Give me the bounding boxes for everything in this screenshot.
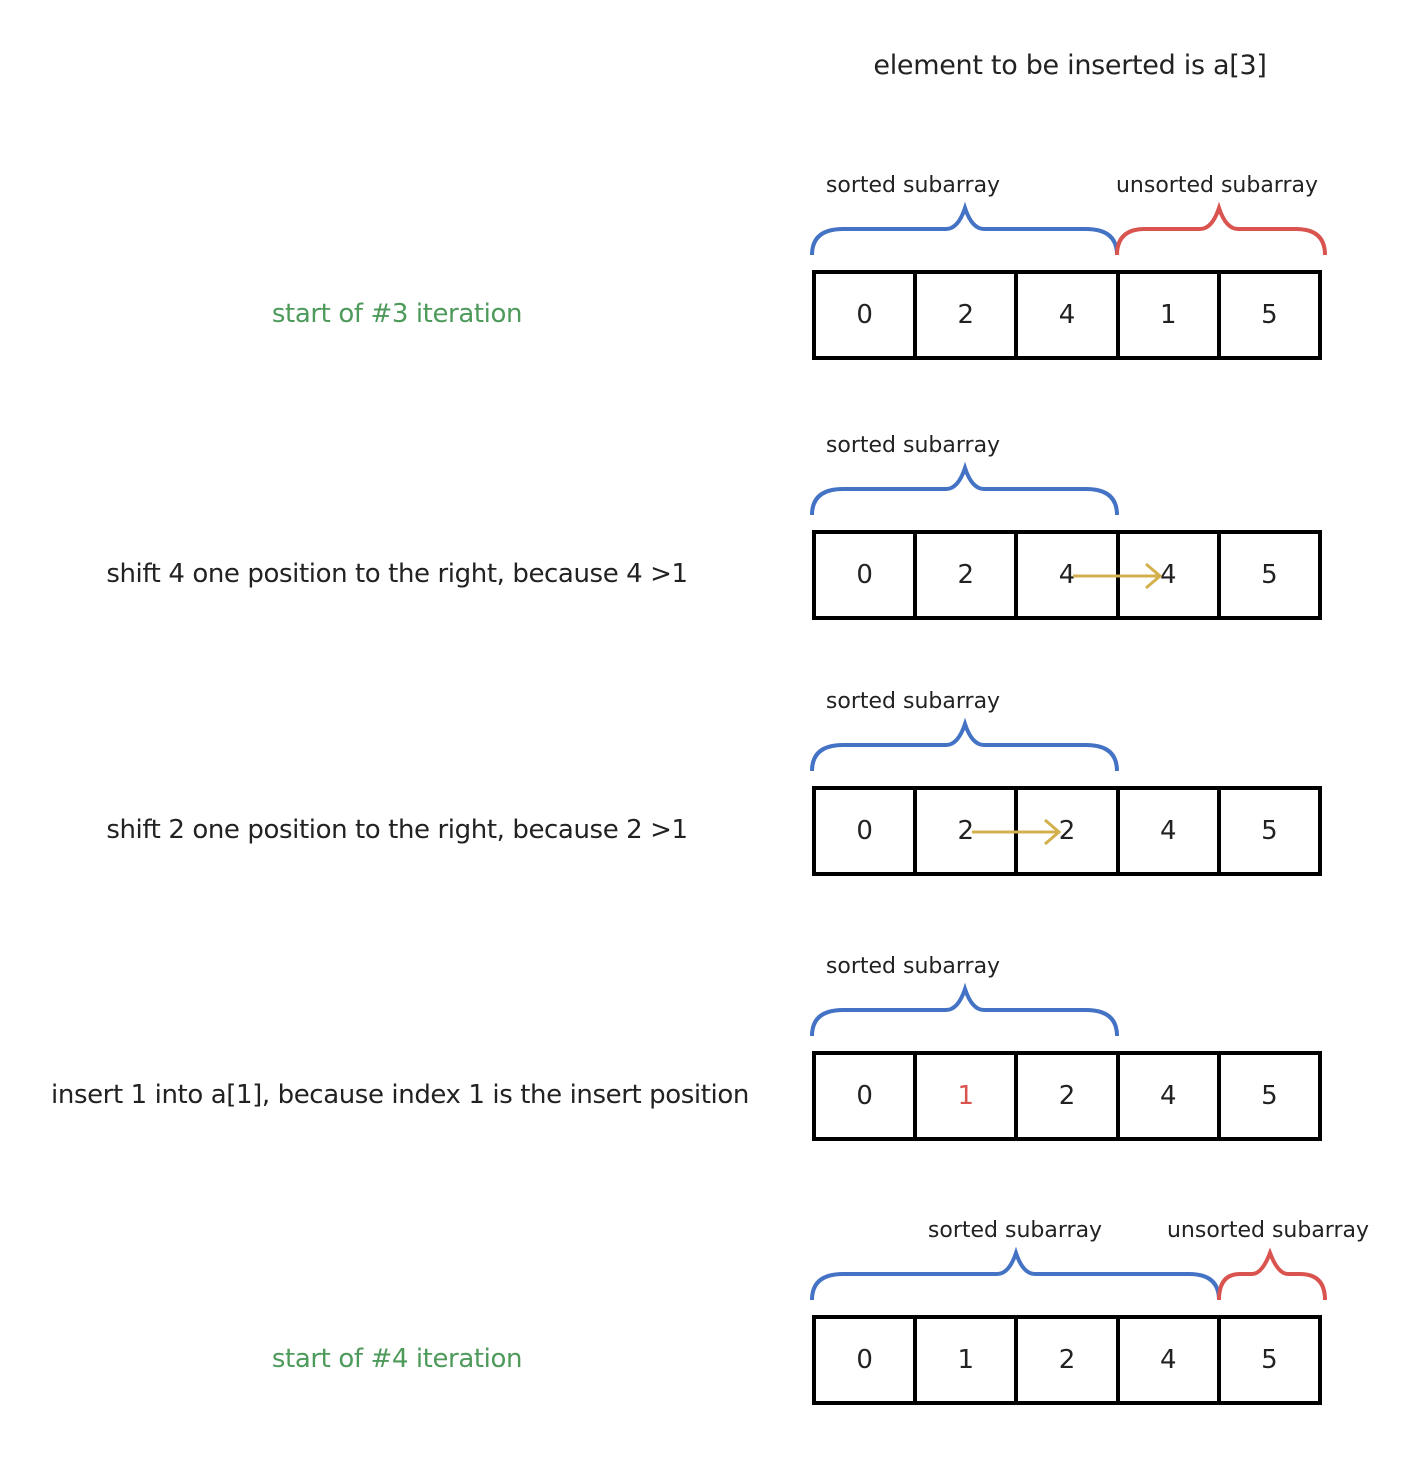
- sorted-brace: [810, 201, 1119, 256]
- unsorted-brace: [1217, 1247, 1327, 1301]
- array-cell: 0: [856, 560, 873, 590]
- array-cell: 0: [856, 300, 873, 330]
- step-caption: shift 4 one position to the right, becau…: [106, 559, 688, 589]
- array-cell: 1: [913, 1319, 1014, 1401]
- brace-layer: [810, 717, 1119, 772]
- diagram-heading: element to be inserted is a[3]: [873, 50, 1267, 81]
- step-row: sorted subarray shift 2 one position to …: [0, 681, 1426, 941]
- inserted-cell: 1: [913, 1055, 1014, 1137]
- array-cell: 0: [856, 816, 873, 846]
- array-cell: 0: [856, 1345, 873, 1375]
- brace-layer: [810, 982, 1119, 1037]
- unsorted-brace-label: unsorted subarray: [1166, 1218, 1370, 1243]
- array-cell: 2: [1014, 1055, 1115, 1137]
- array-cell: 0: [856, 1081, 873, 1111]
- array-cell: 5: [1216, 534, 1318, 616]
- step-caption: insert 1 into a[1], because index 1 is t…: [51, 1080, 749, 1110]
- array-cell: 4: [1115, 790, 1217, 872]
- array: 0 1 2 4 5: [812, 1051, 1322, 1141]
- array-cell: 5: [1216, 1319, 1318, 1401]
- array-cell: 2: [913, 534, 1014, 616]
- sorted-brace-label: sorted subarray: [825, 433, 1001, 458]
- step-row: sorted subarray insert 1 into a[1], beca…: [0, 946, 1426, 1206]
- unsorted-brace: [1115, 201, 1327, 256]
- sorted-brace: [810, 1246, 1221, 1301]
- array-cell: 1: [1115, 274, 1217, 356]
- sorted-brace-label: sorted subarray: [825, 689, 1001, 714]
- array: 0 2 4 1 5: [812, 270, 1322, 360]
- array: 0 2 4 4 5: [812, 530, 1322, 620]
- step-caption: start of #4 iteration: [271, 1344, 523, 1374]
- sorted-brace-label: sorted subarray: [825, 954, 1001, 979]
- step-row: sorted subarray unsorted subarray start …: [0, 165, 1426, 425]
- array-cell: 5: [1216, 274, 1318, 356]
- sorted-brace-label: sorted subarray: [927, 1218, 1103, 1243]
- step-row: sorted subarray unsorted subarray start …: [0, 1210, 1426, 1470]
- sorted-brace: [810, 982, 1119, 1037]
- array: 0 1 2 4 5: [812, 1315, 1322, 1405]
- step-caption: shift 2 one position to the right, becau…: [106, 815, 688, 845]
- brace-layer: [810, 1246, 1327, 1301]
- step-caption: start of #3 iteration: [271, 299, 523, 329]
- sorted-brace-label: sorted subarray: [825, 173, 1001, 198]
- array-cell: 4: [1115, 1319, 1217, 1401]
- sorted-brace: [810, 717, 1119, 772]
- array-cell: 4: [1014, 534, 1115, 616]
- array-cell: 2: [913, 274, 1014, 356]
- array-cell: 4: [1014, 274, 1115, 356]
- array-cell: 5: [1216, 790, 1318, 872]
- shift-arrow: [972, 818, 1062, 846]
- array-cell: 5: [1216, 1055, 1318, 1137]
- brace-layer: [810, 201, 1327, 256]
- array-cell: 2: [1014, 1319, 1115, 1401]
- sorted-brace: [810, 461, 1119, 516]
- array-cell: 4: [1115, 1055, 1217, 1137]
- shift-arrow: [1073, 562, 1163, 590]
- brace-layer: [810, 461, 1119, 516]
- array-cell: 2: [913, 790, 1014, 872]
- step-row: sorted subarray shift 4 one position to …: [0, 425, 1426, 685]
- unsorted-brace-label: unsorted subarray: [1115, 173, 1319, 198]
